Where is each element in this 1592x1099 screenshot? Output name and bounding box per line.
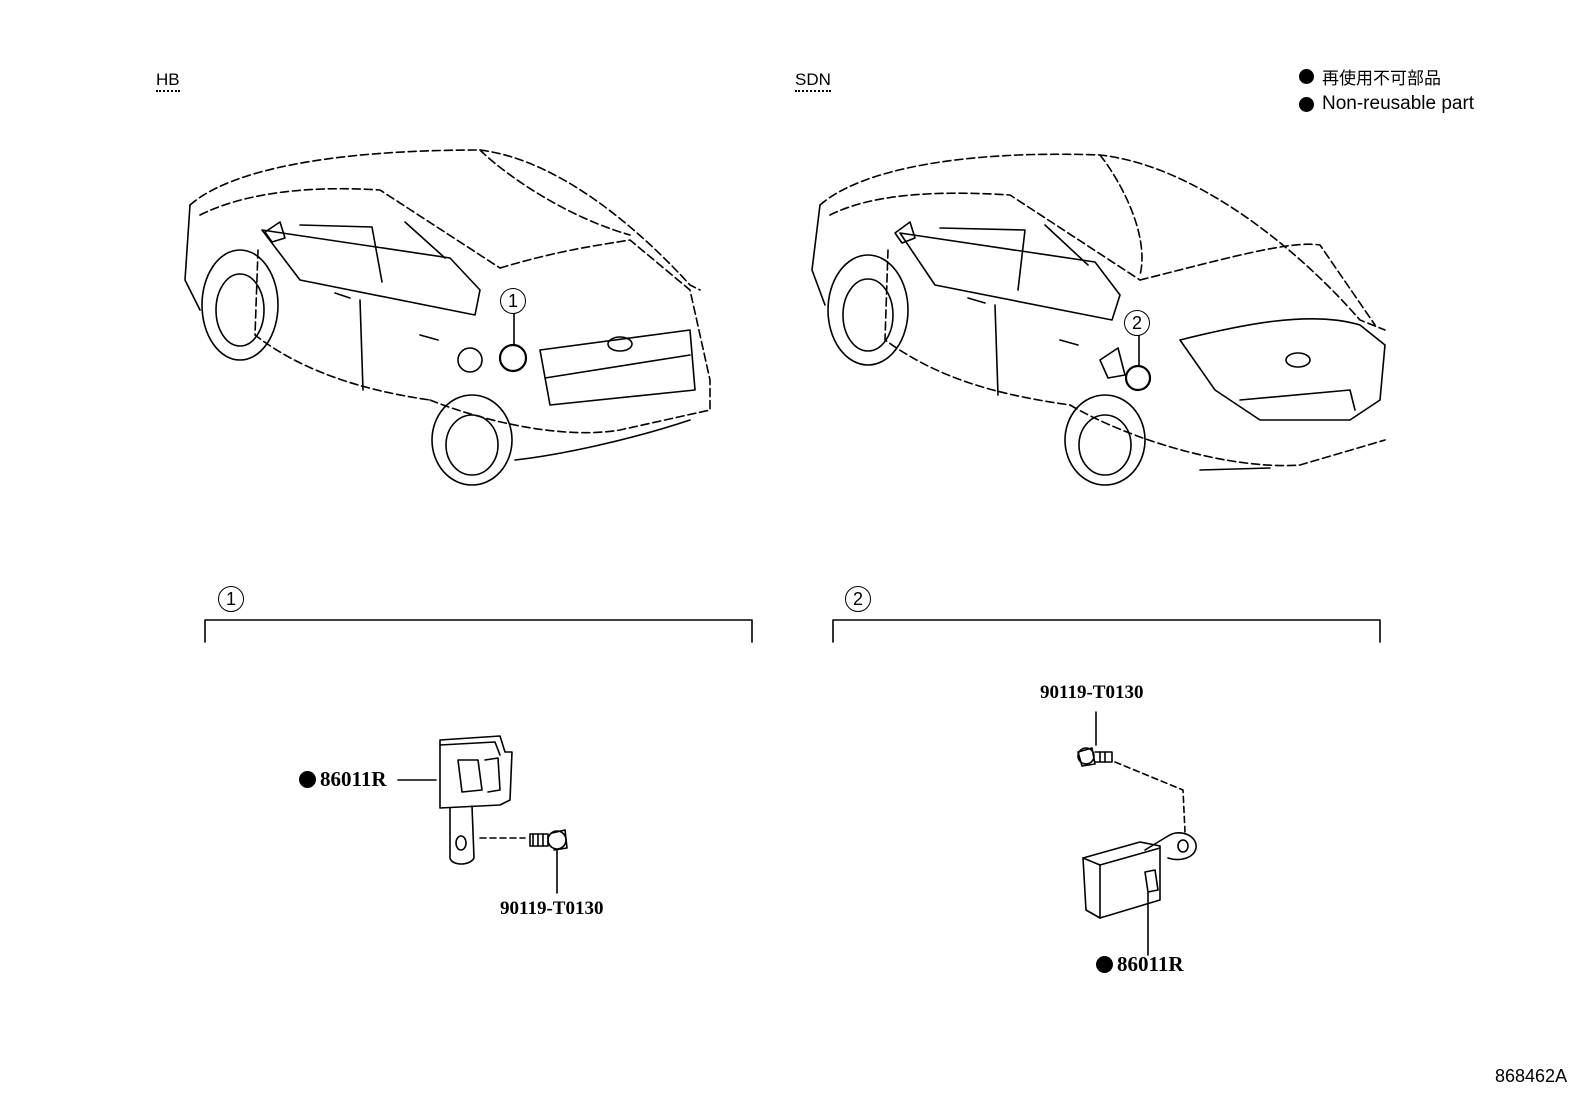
bolt-part-number-1: 90119-T0130 xyxy=(500,898,604,919)
legend: 再使用不可部品 Non-reusable part xyxy=(1299,64,1474,115)
sensor-drawing-1 xyxy=(397,735,568,894)
section-bracket-2 xyxy=(832,619,1381,643)
non-reusable-dot-icon xyxy=(1096,956,1113,973)
section-bracket-1 xyxy=(204,619,753,643)
section-2-callout: 2 xyxy=(845,586,871,612)
legend-en-text: Non-reusable part xyxy=(1322,93,1475,114)
callout-2-on-car: 2 xyxy=(1124,310,1150,336)
non-reusable-dot-icon xyxy=(1299,69,1314,84)
non-reusable-dot-icon xyxy=(1299,96,1314,112)
sensor-drawing-2 xyxy=(1077,711,1197,956)
legend-jp-text: 再使用不可部品 xyxy=(1322,69,1441,88)
non-reusable-dot-icon xyxy=(299,771,316,788)
sdn-variant-label: SDN xyxy=(795,70,831,92)
hatchback-car-drawing xyxy=(184,149,711,486)
bolt-part-number-2: 90119-T0130 xyxy=(1040,682,1144,703)
part-label-sensor-1: 86011R xyxy=(299,767,387,792)
legend-en-row: Non-reusable part xyxy=(1299,93,1474,115)
drawing-reference-number: 868462A xyxy=(1495,1066,1568,1086)
legend-jp-row: 再使用不可部品 xyxy=(1299,64,1474,89)
sedan-car-drawing xyxy=(811,153,1386,486)
hb-variant-label: HB xyxy=(156,70,180,92)
callout-1-on-car: 1 xyxy=(500,288,526,314)
part-label-sensor-2: 86011R xyxy=(1096,952,1184,977)
section-1-callout: 1 xyxy=(218,586,244,612)
sensor-part-number: 86011R xyxy=(320,767,387,791)
sensor-part-number: 86011R xyxy=(1117,952,1184,976)
